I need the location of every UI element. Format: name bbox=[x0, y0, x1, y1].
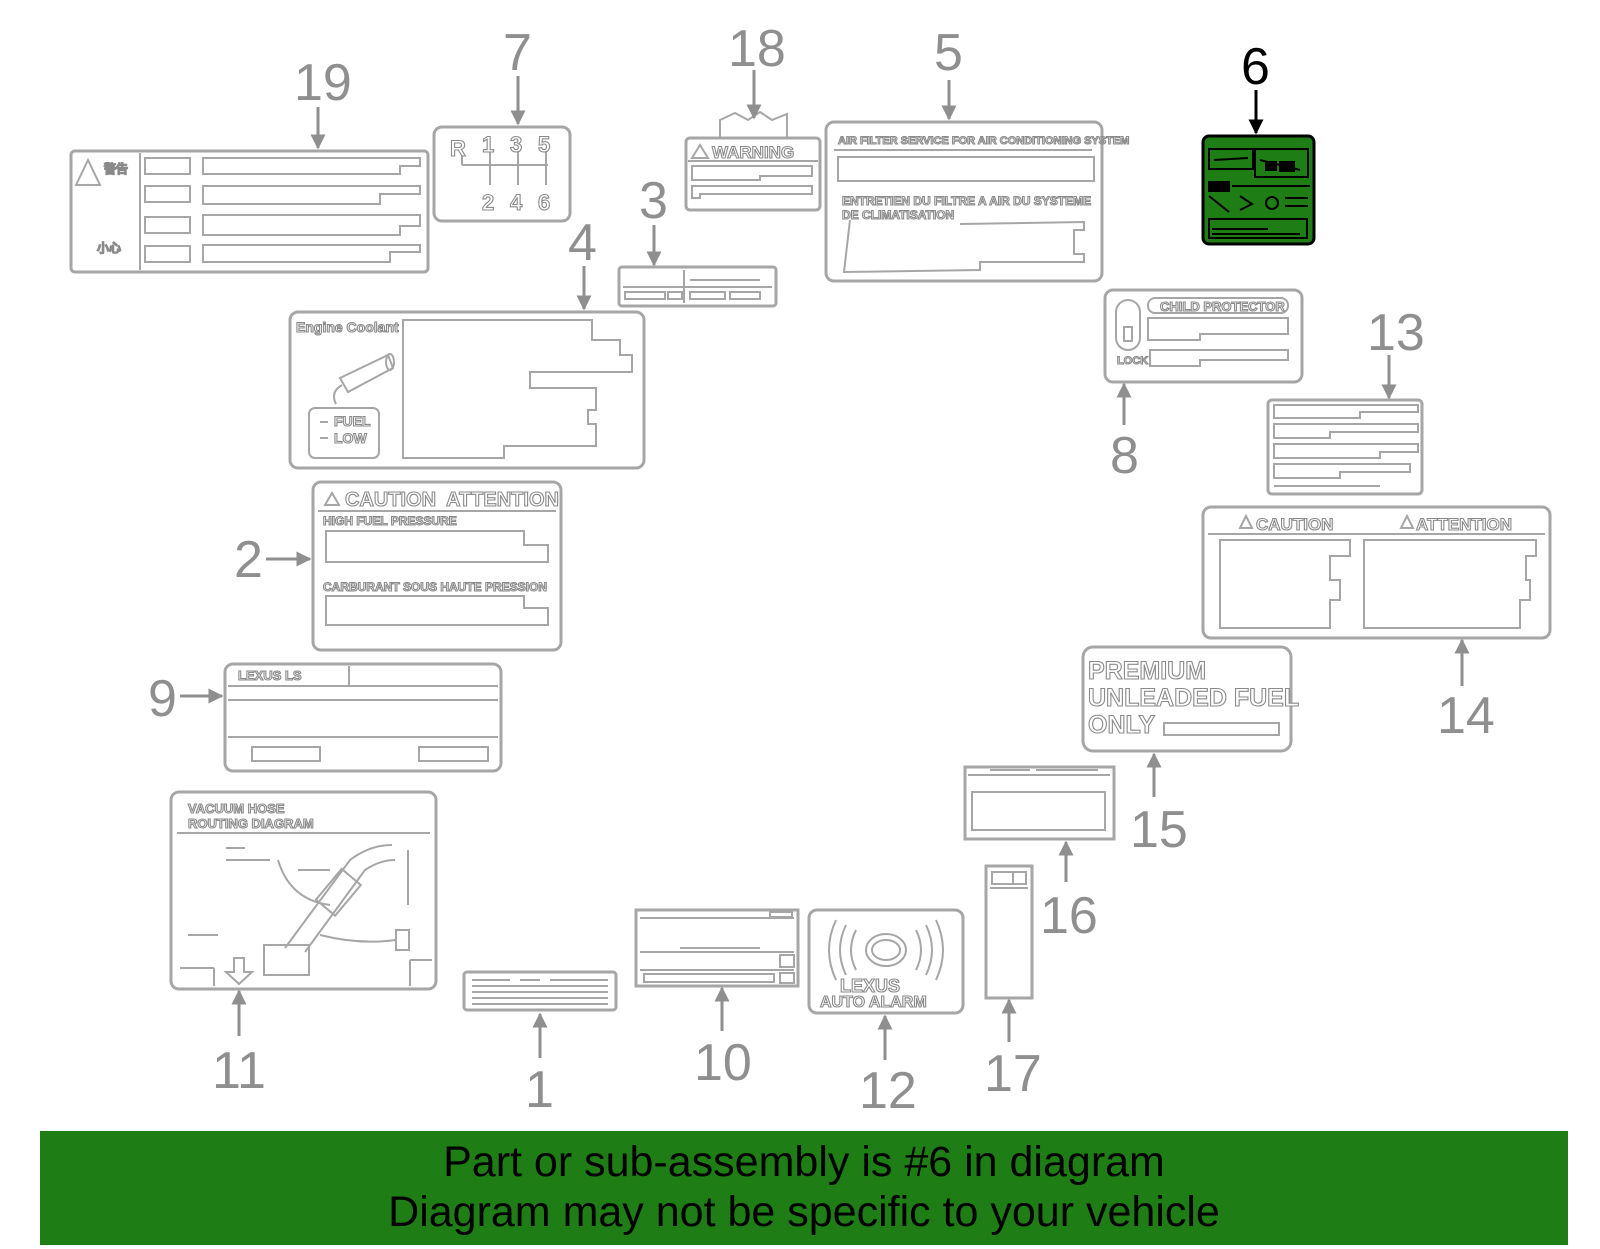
chinese-warning-text: 警告 bbox=[103, 161, 128, 176]
high-fuel-pressure-text: HIGH FUEL PRESSURE bbox=[323, 514, 457, 528]
label-19[interactable]: 警告 小心 bbox=[69, 149, 430, 274]
label-13[interactable] bbox=[1266, 398, 1424, 496]
info-banner: Part or sub-assembly is #6 in diagram Di… bbox=[40, 1131, 1568, 1245]
shift-3: 3 bbox=[510, 132, 522, 157]
label-1[interactable] bbox=[462, 970, 618, 1012]
callout-15[interactable]: 15 bbox=[1130, 801, 1188, 859]
shift-1: 1 bbox=[482, 132, 494, 157]
callout-3[interactable]: 3 bbox=[639, 172, 668, 230]
callout-8[interactable]: 8 bbox=[1110, 427, 1139, 485]
only-text: ONLY bbox=[1088, 711, 1155, 739]
label-12[interactable]: LEXUS AUTO ALARM bbox=[807, 908, 965, 1015]
label-3[interactable] bbox=[617, 265, 778, 308]
callout-5[interactable]: 5 bbox=[934, 24, 963, 82]
lock-text: LOCK bbox=[1117, 355, 1148, 367]
vacuum-hose-text-2: ROUTING DIAGRAM bbox=[188, 816, 314, 831]
callout-17[interactable]: 17 bbox=[984, 1045, 1042, 1103]
shift-6: 6 bbox=[538, 190, 550, 215]
shift-5: 5 bbox=[538, 132, 550, 157]
caution-text-14: CAUTION bbox=[1256, 515, 1333, 534]
banner-line-1: Part or sub-assembly is #6 in diagram bbox=[443, 1138, 1165, 1186]
caution-text-2: CAUTION bbox=[345, 489, 436, 511]
callout-7[interactable]: 7 bbox=[503, 24, 532, 82]
callout-12[interactable]: 12 bbox=[859, 1062, 917, 1120]
child-protector-text: CHILD PROTECTOR bbox=[1160, 299, 1285, 314]
label-7[interactable]: R 1 3 5 2 4 6 bbox=[432, 125, 572, 223]
lexus-text: LEXUS bbox=[840, 976, 900, 996]
air-filter-en: AIR FILTER SERVICE FOR AIR CONDITIONING … bbox=[838, 135, 1129, 147]
premium-text: PREMIUM bbox=[1088, 657, 1206, 685]
label-14[interactable]: CAUTION ATTENTION bbox=[1201, 505, 1552, 640]
unleaded-fuel-text: UNLEADED FUEL bbox=[1088, 684, 1299, 712]
label-15[interactable]: PREMIUM UNLEADED FUEL ONLY bbox=[1081, 645, 1300, 753]
callout-16[interactable]: 16 bbox=[1040, 887, 1098, 945]
air-filter-fr-1: ENTRETIEN DU FILTRE A AIR DU SYSTEME bbox=[842, 194, 1091, 208]
label-5[interactable]: AIR FILTER SERVICE FOR AIR CONDITIONING … bbox=[824, 120, 1130, 283]
label-4[interactable]: Engine Coolant FUEL LOW bbox=[288, 310, 646, 470]
low-text: LOW bbox=[334, 430, 367, 446]
attention-text-14: ATTENTION bbox=[1416, 515, 1512, 534]
callout-14[interactable]: 14 bbox=[1437, 687, 1495, 745]
label-2[interactable]: CAUTION ATTENTION HIGH FUEL PRESSURE CAR… bbox=[311, 480, 563, 652]
callout-11[interactable]: 11 bbox=[212, 1042, 266, 1100]
callout-9[interactable]: 9 bbox=[148, 670, 177, 728]
warning-text: WARNING bbox=[712, 143, 794, 162]
label-10[interactable] bbox=[634, 908, 800, 988]
label-6-highlighted[interactable] bbox=[1201, 134, 1316, 246]
label-11[interactable]: VACUUM HOSE ROUTING DIAGRAM bbox=[169, 790, 438, 991]
vacuum-hose-text-1: VACUUM HOSE bbox=[188, 801, 285, 816]
shift-4: 4 bbox=[510, 190, 523, 215]
callout-4[interactable]: 4 bbox=[568, 214, 597, 272]
engine-coolant-text: Engine Coolant bbox=[296, 319, 399, 335]
callout-18[interactable]: 18 bbox=[728, 20, 786, 78]
label-18[interactable]: WARNING bbox=[684, 110, 822, 212]
chinese-careful-text: 小心 bbox=[97, 240, 121, 255]
callout-13[interactable]: 13 bbox=[1367, 304, 1425, 362]
auto-alarm-text: AUTO ALARM bbox=[820, 994, 927, 1011]
shift-2: 2 bbox=[482, 190, 494, 215]
callout-10[interactable]: 10 bbox=[694, 1034, 752, 1092]
label-8[interactable]: LOCK CHILD PROTECTOR bbox=[1103, 288, 1304, 384]
lexus-ls-text: LEXUS LS bbox=[238, 668, 302, 683]
fuel-text: FUEL bbox=[334, 413, 371, 429]
label-17[interactable] bbox=[984, 864, 1034, 1000]
shift-r: R bbox=[450, 136, 466, 161]
banner-line-2: Diagram may not be specific to your vehi… bbox=[388, 1188, 1220, 1236]
callout-1[interactable]: 1 bbox=[525, 1061, 554, 1119]
callout-2[interactable]: 2 bbox=[234, 531, 263, 589]
carburant-text: CARBURANT SOUS HAUTE PRESSION bbox=[323, 580, 547, 594]
attention-text-2: ATTENTION bbox=[446, 489, 559, 511]
air-filter-fr-2: DE CLIMATISATION bbox=[842, 208, 954, 222]
label-16[interactable] bbox=[963, 765, 1116, 841]
label-9[interactable]: LEXUS LS bbox=[223, 662, 503, 773]
callout-19[interactable]: 19 bbox=[294, 54, 352, 112]
callout-6[interactable]: 6 bbox=[1241, 38, 1270, 96]
